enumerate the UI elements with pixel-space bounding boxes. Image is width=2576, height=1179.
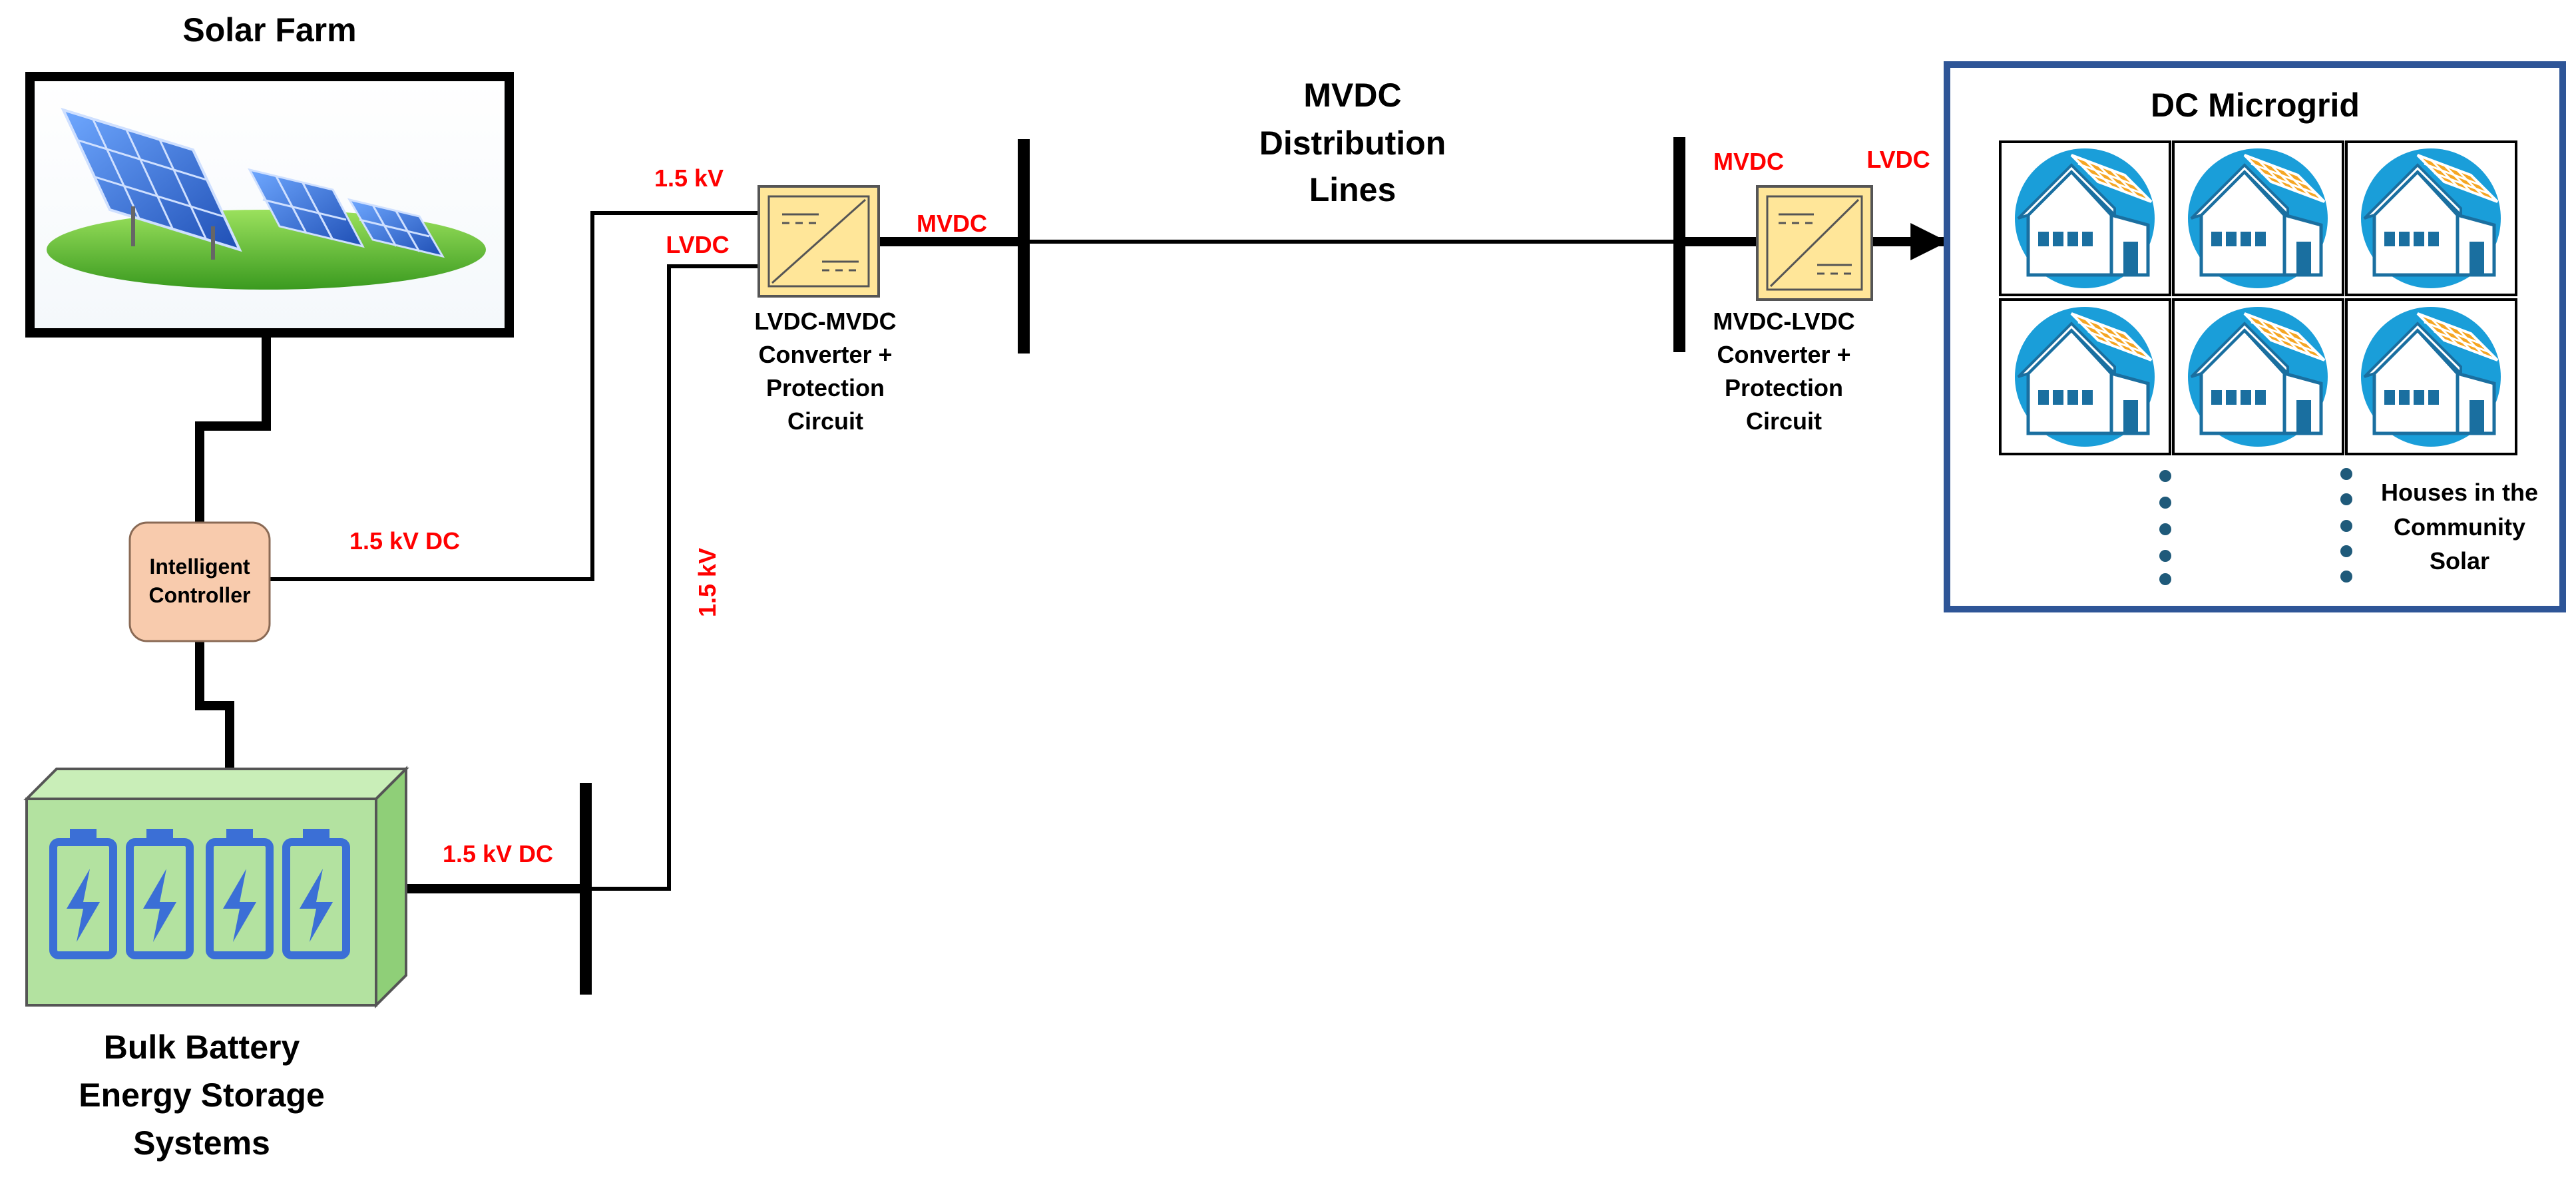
solar-panel-icon xyxy=(61,107,242,260)
controller-label-line1: Intelligent xyxy=(149,555,250,579)
conv-right-caption-2: Converter + xyxy=(1717,341,1850,368)
controller-converter-wire xyxy=(270,211,761,581)
houses-note-1: Houses in the xyxy=(2381,479,2538,506)
mvdc-lines-title-1: MVDC xyxy=(1303,77,1401,114)
conv-right-caption-4: Circuit xyxy=(1746,407,1822,435)
conv-left-caption-1: LVDC-MVDC xyxy=(754,308,896,335)
label-conv-right-in: MVDC xyxy=(1713,148,1784,175)
house-icon xyxy=(2015,307,2155,447)
battery-storage xyxy=(23,766,409,1009)
house-icon xyxy=(2361,148,2501,288)
house-icon xyxy=(2015,148,2155,288)
controller-label-line2: Controller xyxy=(149,583,251,607)
house-grid xyxy=(1999,140,2517,455)
conv-right-caption-1: MVDC-LVDC xyxy=(1713,308,1854,335)
microgrid-title: DC Microgrid xyxy=(2151,87,2360,124)
label-conv-right-out: LVDC xyxy=(1866,146,1930,173)
mvdc-lines-title-2: Distribution xyxy=(1259,124,1446,162)
label-conv-left-out: MVDC xyxy=(917,210,987,237)
ellipsis-dots-right xyxy=(2340,468,2352,583)
converter-left xyxy=(757,185,880,298)
house-icon xyxy=(2361,307,2501,447)
mvdc-lines-title-3: Lines xyxy=(1309,171,1396,208)
battery-title-line1: Bulk Battery xyxy=(104,1029,300,1066)
label-conv-in-top: 1.5 kV xyxy=(654,164,724,192)
label-controller-to-converter: 1.5 kV DC xyxy=(349,527,460,555)
solar-panel-icon xyxy=(248,168,445,258)
houses-note-3: Solar xyxy=(2430,547,2489,575)
house-icon xyxy=(2188,307,2328,447)
label-conv-in-bottom: LVDC xyxy=(666,231,729,258)
conv-left-caption-2: Converter + xyxy=(758,341,892,368)
conv-left-caption-4: Circuit xyxy=(787,407,863,435)
solar-farm-image xyxy=(25,72,514,338)
houses-note-2: Community xyxy=(2394,513,2525,541)
solar-farm-title: Solar Farm xyxy=(182,11,356,49)
conv-left-caption-3: Protection xyxy=(766,374,885,401)
label-vertical-feed: 1.5 kV xyxy=(694,548,721,617)
intelligent-controller: Intelligent Controller xyxy=(128,521,271,642)
converter-right xyxy=(1756,185,1873,301)
conv-right-caption-3: Protection xyxy=(1725,374,1843,401)
battery-title-line2: Energy Storage xyxy=(79,1076,325,1114)
battery-title-line3: Systems xyxy=(133,1124,270,1162)
battery-converter-wire xyxy=(584,264,761,891)
house-icon xyxy=(2188,148,2328,288)
ellipsis-dots-left xyxy=(2159,470,2171,585)
label-battery-out: 1.5 kV DC xyxy=(443,840,553,867)
solar-controller-wire xyxy=(195,328,271,524)
dc-microgrid: DC Microgrid xyxy=(1944,61,2566,612)
controller-battery-wire xyxy=(195,638,234,774)
